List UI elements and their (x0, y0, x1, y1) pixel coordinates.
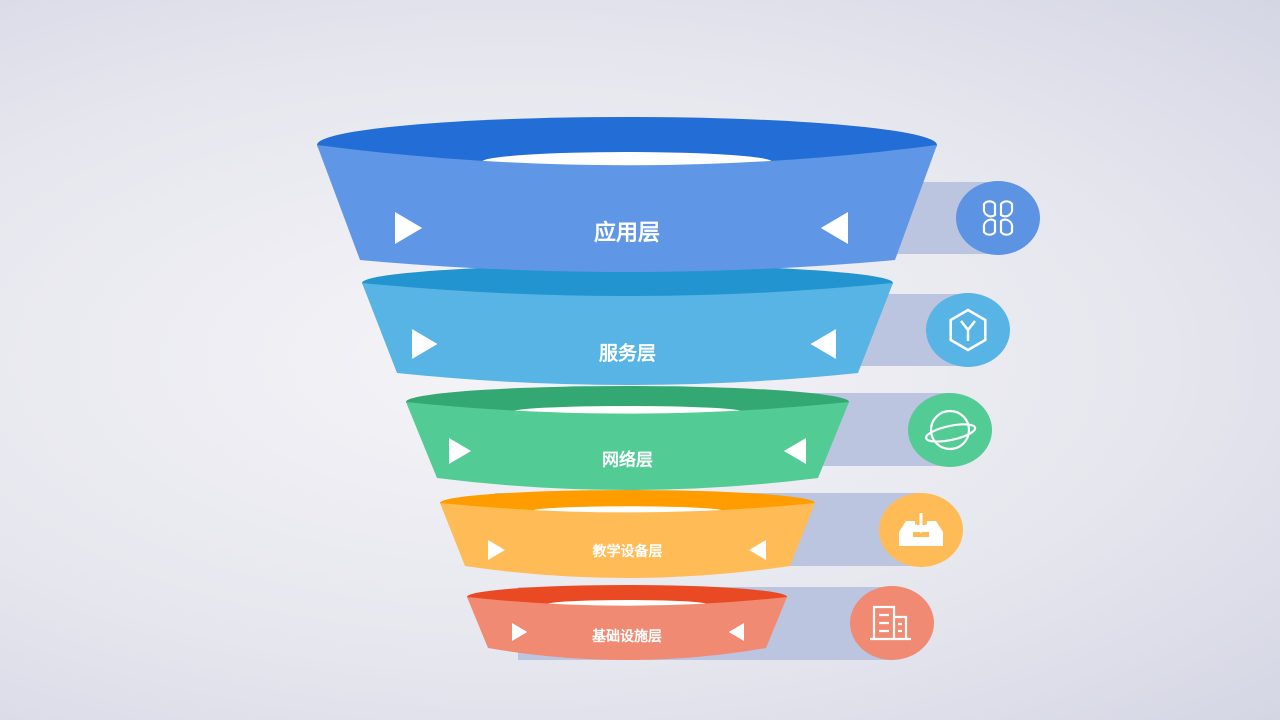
icon-circle (850, 586, 934, 660)
triangle-right-icon (395, 212, 423, 244)
down-arrow (913, 513, 929, 534)
funnel-layer-4 (440, 490, 815, 578)
hexagon-y-icon (949, 308, 987, 352)
triangle-right-icon (488, 540, 505, 560)
triangle-left-icon (810, 329, 836, 359)
planet-icon (925, 409, 977, 451)
layer-body (440, 503, 815, 578)
funnel-layer-3 (406, 386, 849, 490)
building-icon (870, 605, 911, 641)
apps-icon (982, 200, 1014, 236)
triangle-right-icon (512, 623, 528, 641)
layer-label: 基础设施层 (592, 629, 662, 645)
triangle-left-icon (783, 438, 806, 464)
petal (982, 218, 997, 236)
layer-label: 教学设备层 (592, 544, 663, 560)
planet (929, 409, 971, 451)
funnel-layer-1 (317, 117, 937, 272)
petal (982, 200, 997, 218)
ring (925, 423, 977, 443)
inbox-download-icon (899, 513, 943, 546)
layer-rim (467, 585, 787, 609)
triangle-right-icon (412, 329, 438, 359)
layer-rim (362, 265, 893, 301)
tray (899, 521, 943, 546)
petal (999, 200, 1014, 218)
funnel-layer-2 (362, 265, 893, 385)
layer-body (362, 283, 893, 385)
icon-circle (908, 393, 992, 467)
layer-body (406, 402, 849, 490)
layer-body (317, 145, 937, 272)
layer-rim (317, 117, 937, 173)
y-mark (960, 320, 976, 341)
triangle-left-icon (728, 623, 744, 641)
triangle-left-icon (749, 540, 766, 560)
layer-label: 应用层 (593, 221, 661, 246)
layer-label: 网络层 (602, 450, 653, 471)
hexagon (949, 308, 987, 352)
petal (999, 218, 1014, 236)
building (870, 605, 911, 641)
layer-label: 服务层 (598, 342, 657, 365)
layer-body (467, 597, 787, 660)
layer-rim (440, 490, 815, 516)
triangle-right-icon (449, 438, 472, 464)
funnel-layer-5 (467, 585, 787, 660)
layer-rim (406, 386, 849, 418)
triangle-left-icon (820, 212, 848, 244)
icon-circle (956, 181, 1040, 255)
